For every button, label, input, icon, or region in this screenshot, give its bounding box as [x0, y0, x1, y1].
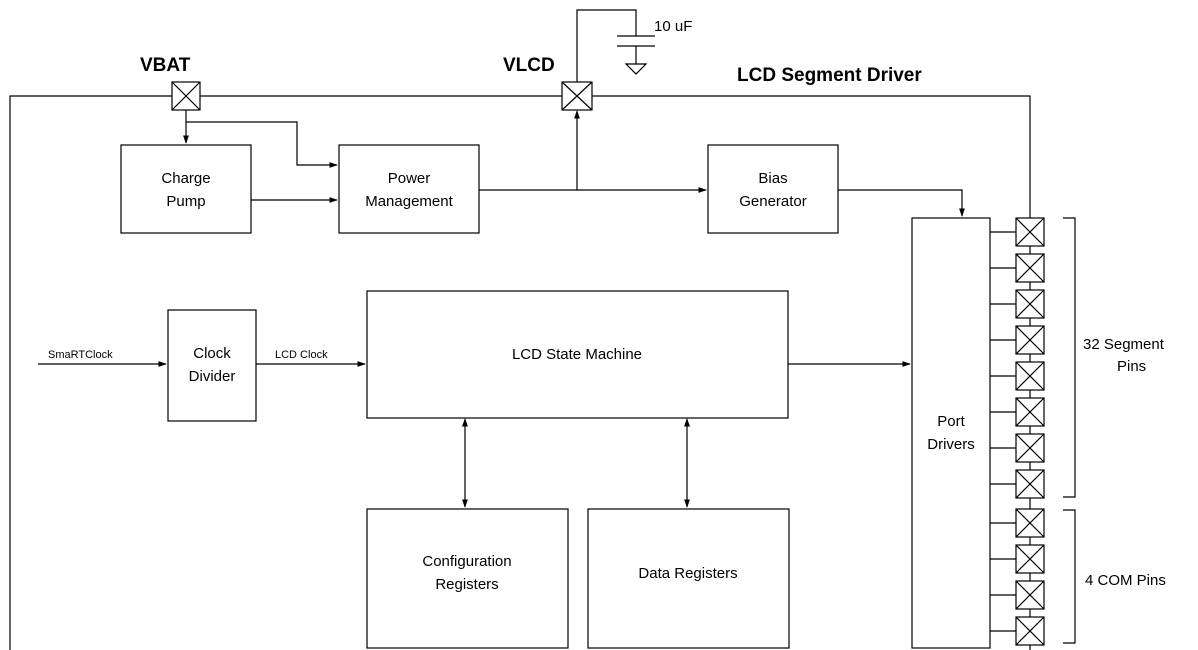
svg-text:Drivers: Drivers: [927, 436, 975, 453]
power-management-block: Power Management: [338, 144, 480, 234]
com-pins-label: 4 COM Pins: [1085, 572, 1166, 589]
segment-pin: [990, 217, 1045, 247]
svg-text:Port: Port: [937, 413, 965, 430]
diagram-title: LCD Segment Driver: [737, 65, 922, 86]
lcd-state-machine-block: LCD State Machine: [366, 290, 789, 419]
segment-pins-label-line1: 32 Segment: [1083, 336, 1165, 353]
pin-column: [990, 217, 1045, 646]
svg-text:Generator: Generator: [739, 193, 807, 210]
vlcd-pad: [561, 81, 593, 111]
port-drivers-block: Port Drivers: [911, 217, 991, 649]
segment-pin: [990, 469, 1045, 499]
configuration-registers-block: Configuration Registers: [366, 508, 569, 649]
svg-text:Configuration: Configuration: [422, 553, 511, 570]
capacitor-symbol: [576, 9, 655, 82]
segment-pin: [990, 397, 1045, 427]
smartclock-label: SmaRTClock: [48, 349, 113, 361]
segment-pin: [990, 253, 1045, 283]
svg-text:Clock: Clock: [193, 345, 231, 362]
charge-pump-block: Charge Pump: [120, 144, 252, 234]
vlcd-label: VLCD: [503, 55, 555, 76]
segment-pin: [990, 361, 1045, 391]
com-pin: [990, 508, 1045, 538]
com-pin: [990, 544, 1045, 574]
segment-pin: [990, 433, 1045, 463]
svg-text:Management: Management: [365, 193, 453, 210]
svg-text:Divider: Divider: [189, 368, 236, 385]
vbat-label: VBAT: [140, 55, 191, 76]
svg-text:Bias: Bias: [758, 170, 787, 187]
com-pins-brace: [1063, 509, 1076, 644]
svg-text:Data Registers: Data Registers: [638, 565, 737, 582]
clock-divider-block: Clock Divider: [167, 309, 257, 422]
svg-text:LCD State Machine: LCD State Machine: [512, 346, 642, 363]
bias-to-port-drivers: [838, 189, 965, 217]
com-pin: [990, 580, 1045, 610]
outer-wires: [9, 95, 1031, 650]
vbat-pad: [171, 81, 201, 111]
bias-generator-block: Bias Generator: [707, 144, 839, 234]
svg-text:Pump: Pump: [166, 193, 205, 210]
segment-pin: [990, 325, 1045, 355]
com-pin: [990, 616, 1045, 646]
segment-pins-label-line2: Pins: [1117, 358, 1146, 375]
capacitor-label: 10 uF: [654, 18, 692, 35]
segment-pins-brace: [1063, 217, 1076, 498]
svg-text:Registers: Registers: [435, 576, 498, 593]
vbat-to-power-management: [186, 121, 338, 168]
svg-text:Charge: Charge: [161, 170, 210, 187]
data-registers-block: Data Registers: [587, 508, 790, 649]
segment-pin: [990, 289, 1045, 319]
svg-text:Power: Power: [388, 170, 431, 187]
lcd-clock-label: LCD Clock: [275, 349, 328, 361]
